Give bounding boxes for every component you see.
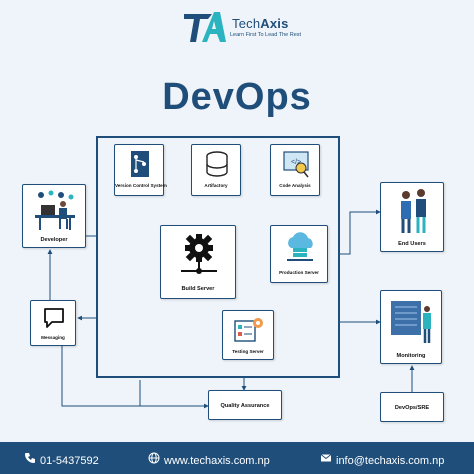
footer-website-text: www.techaxis.com.np	[164, 455, 270, 467]
code-analysis-label: Code Analysis	[279, 183, 311, 188]
node-devops-sre: DevOps/SRE	[380, 392, 444, 422]
monitoring-screen-icon	[391, 301, 431, 343]
developer-label: Developer	[40, 237, 68, 243]
developer-at-desk-icon	[35, 190, 75, 230]
node-version-control-system: Version Control System	[114, 144, 167, 196]
production-server-label: Production Server	[279, 270, 319, 275]
footer-bar: 01-5437592 www.techaxis.com.np info@tech…	[0, 442, 474, 474]
footer-website[interactable]: www.techaxis.com.np	[148, 452, 270, 467]
brand-name: TechAxis	[232, 16, 289, 31]
build-server-label: Build Server	[181, 286, 215, 292]
footer-email-text: info@techaxis.com.np	[336, 455, 445, 467]
devops-sre-label: DevOps/SRE	[394, 405, 430, 411]
testing-server-label: Testing Server	[232, 349, 264, 354]
footer-phone-text: 01-5437592	[40, 455, 99, 467]
node-end-users: End Users	[380, 182, 444, 252]
users-icon	[401, 189, 426, 233]
globe-icon	[148, 452, 160, 464]
mail-icon	[320, 454, 332, 462]
cloud-server-icon	[287, 232, 313, 261]
node-production-server: Production Server	[270, 225, 328, 283]
git-icon	[131, 151, 149, 177]
phone-icon	[25, 453, 35, 463]
page-title: DevOps	[162, 76, 312, 118]
node-developer: Developer	[22, 184, 86, 248]
testing-icon	[234, 318, 263, 342]
node-code-analysis: </> Code Analysis	[270, 144, 320, 196]
node-quality-assurance: Quality Assurance	[208, 390, 282, 420]
code-analysis-icon: </>	[283, 151, 309, 178]
footer-email[interactable]: info@techaxis.com.np	[320, 452, 444, 467]
vcs-label: Version Control System	[115, 183, 167, 188]
monitoring-label: Monitoring	[396, 353, 426, 359]
gear-icon	[181, 234, 217, 274]
quality-assurance-label: Quality Assurance	[220, 403, 270, 409]
messaging-label: Messaging	[41, 335, 65, 340]
node-testing-server: Testing Server	[222, 310, 274, 360]
node-artifactory: Artifactory	[191, 144, 241, 196]
artifactory-label: Artifactory	[204, 183, 228, 188]
footer-phone[interactable]: 01-5437592	[24, 452, 99, 467]
database-icon	[206, 151, 228, 177]
brand-tagline: Learn First To Lead The Rest	[230, 32, 302, 38]
svg-text:</>: </>	[291, 159, 301, 166]
end-users-label: End Users	[398, 241, 426, 247]
node-monitoring: Monitoring	[380, 290, 442, 364]
techaxis-logo-icon	[184, 12, 226, 42]
node-build-server: Build Server	[160, 225, 236, 299]
node-messaging: Messaging	[30, 300, 76, 346]
message-bubble-icon	[44, 308, 64, 328]
